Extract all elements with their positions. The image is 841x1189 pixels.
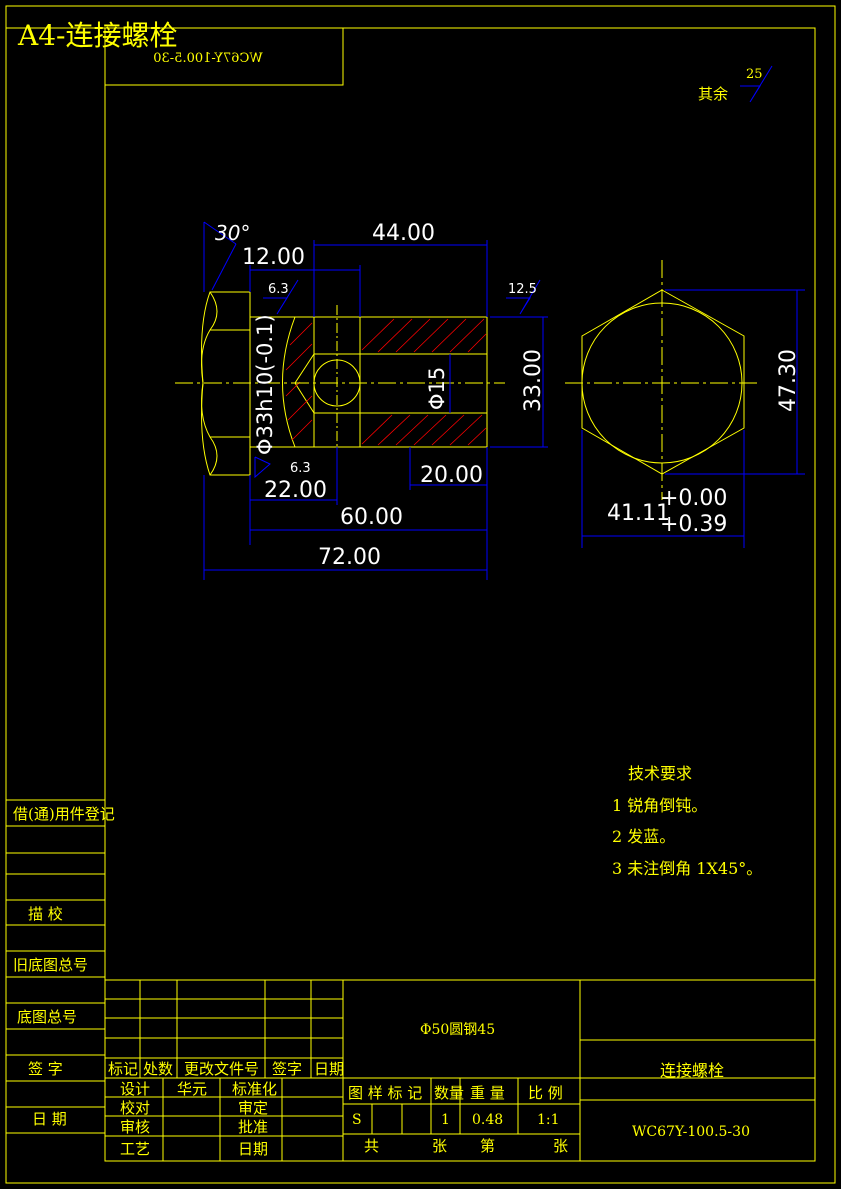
sheet-border	[5, 5, 836, 1184]
bolt-side-view	[565, 260, 760, 500]
tb-weight-label: 重 量	[470, 1084, 505, 1102]
tb-sheets: 张	[432, 1137, 447, 1155]
tech-item: 2 发蓝。	[612, 827, 675, 846]
tb-scale: 1:1	[537, 1112, 560, 1128]
tb-audit: 审核	[120, 1118, 150, 1136]
roughness-6-3-top: 6.3	[268, 282, 289, 297]
roughness-other-label: 其余	[698, 85, 728, 103]
roughness-other-value: 25	[746, 67, 763, 82]
tb-standardize: 标准化	[232, 1080, 277, 1098]
dimension-lines	[203, 221, 548, 580]
roughness-other-symbol	[740, 65, 773, 103]
left-date: 日 期	[32, 1110, 67, 1128]
dim-phi15: Φ15	[425, 367, 449, 410]
tb-review: 审定	[238, 1099, 268, 1117]
tb-process: 工艺	[120, 1140, 150, 1158]
rev-header: 处数	[143, 1060, 173, 1078]
roughness-6-3-bottom: 6.3	[290, 461, 311, 476]
dim-22: 22.00	[264, 478, 327, 503]
dim-33h10: Φ33h10(-0.1)	[253, 314, 277, 455]
dim-47-30: 47.30	[776, 349, 801, 412]
dim-44: 44.00	[372, 221, 435, 246]
title-block	[105, 979, 815, 1161]
left-base-no: 底图总号	[17, 1008, 77, 1026]
tb-stage: S	[352, 1112, 362, 1128]
tb-qty: 1	[441, 1112, 450, 1128]
dim-41-11: 41.11	[607, 501, 670, 526]
left-strip	[6, 799, 105, 1134]
tb-design: 设计	[120, 1080, 150, 1098]
code-box	[105, 28, 344, 86]
tb-scale-label: 比 例	[528, 1084, 563, 1102]
tol-lower: +0.39	[660, 512, 727, 537]
tech-item: 1 锐角倒钝。	[612, 796, 707, 815]
left-sign: 签 字	[28, 1060, 63, 1078]
tb-approve: 批准	[238, 1118, 268, 1136]
dim-20: 20.00	[420, 463, 483, 488]
tb-stage-label: 图 样 标 记	[348, 1084, 422, 1102]
tb-weight: 0.48	[472, 1112, 503, 1128]
rev-header: 更改文件号	[184, 1060, 259, 1078]
roughness-12-5: 12.5	[508, 282, 537, 297]
tb-date: 日期	[238, 1140, 268, 1158]
sheet-title: A4-连接螺栓	[17, 19, 178, 52]
tech-item: 3 未注倒角 1X45°。	[612, 859, 762, 878]
tol-upper: +0.00	[660, 486, 727, 511]
tb-qty-label: 数量	[434, 1084, 464, 1102]
dim-12: 12.00	[242, 245, 305, 270]
rev-header: 标记	[108, 1060, 138, 1078]
dimension-texts: 30° 12.00 44.00 6.3 12.5 Φ33h10(-0.1) Φ1…	[215, 221, 801, 570]
drawing-number: WC67Y-100.5-30	[632, 1124, 750, 1140]
left-borrow: 借(通)用件登记	[13, 805, 115, 823]
dim-72: 72.00	[318, 545, 381, 570]
bolt-front-view	[175, 291, 505, 476]
tb-check: 校对	[120, 1099, 150, 1117]
left-trace: 描 校	[28, 905, 63, 923]
tb-designer: 华元	[177, 1080, 207, 1098]
dim-60: 60.00	[340, 505, 403, 530]
material: Φ50圆钢45	[420, 1022, 495, 1038]
dim-33: 33.00	[521, 349, 546, 412]
tb-total: 共	[364, 1137, 379, 1155]
side-dimension-lines	[581, 289, 805, 548]
rev-header: 签字	[272, 1060, 302, 1078]
left-old-no: 旧底图总号	[13, 956, 88, 974]
tech-title: 技术要求	[628, 764, 692, 783]
part-name: 连接螺栓	[660, 1061, 724, 1080]
rev-header: 日期	[314, 1060, 344, 1078]
tech-requirements: 技术要求 1 锐角倒钝。 2 发蓝。 3 未注倒角 1X45°。	[612, 764, 762, 878]
tb-sheets2: 张	[553, 1137, 568, 1155]
mirrored-code: WC67Y-100.5-30	[153, 51, 263, 66]
dim-angle: 30°	[215, 221, 250, 245]
tb-sheet-no: 第	[480, 1137, 495, 1155]
